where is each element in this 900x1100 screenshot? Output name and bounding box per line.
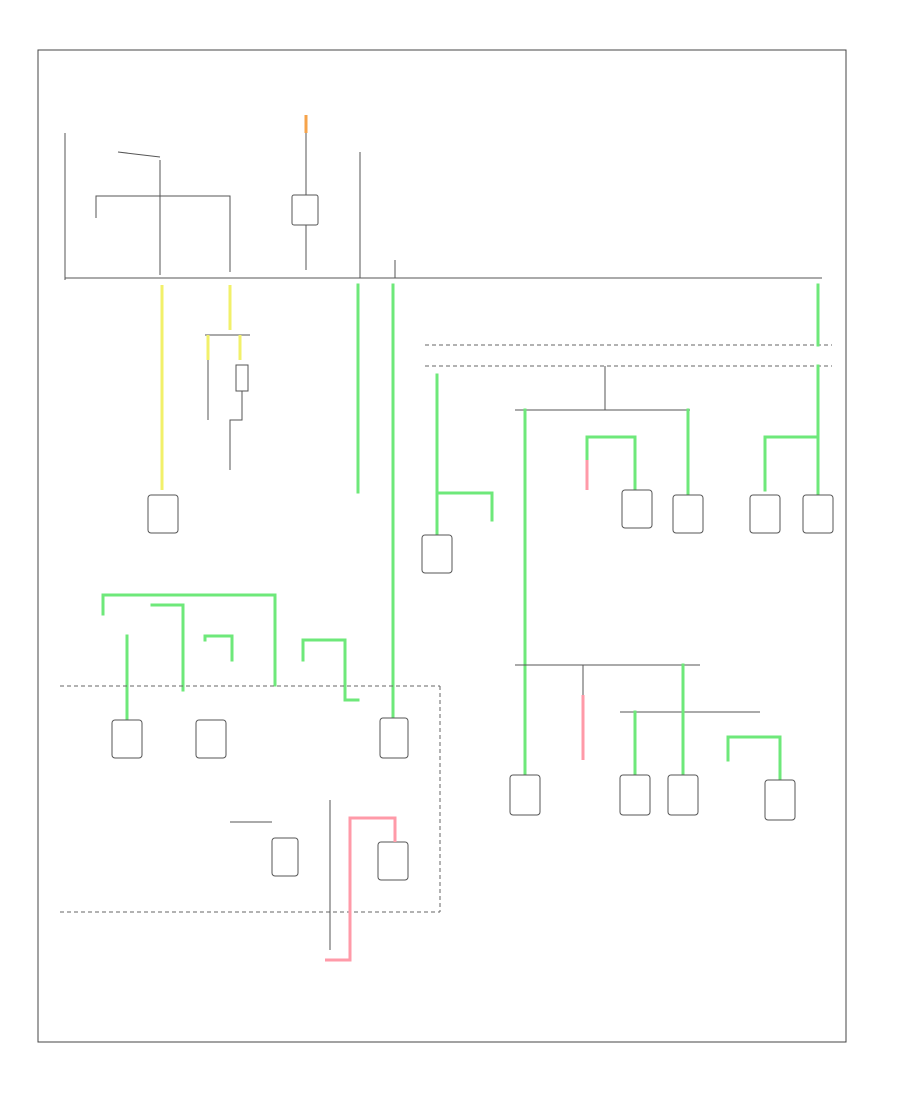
diagram-frame	[37, 49, 847, 1043]
right-junction-block	[425, 283, 834, 534]
yellow-circuit-2	[205, 285, 250, 470]
right-mid-circuits	[421, 366, 704, 777]
left-fuse-block	[64, 133, 231, 280]
yellow-circuit-1	[147, 285, 179, 534]
top-source	[291, 115, 319, 270]
lower-left-circuits	[60, 593, 441, 962]
right-lower-circuits	[509, 663, 796, 821]
green-circuit-center	[356, 283, 409, 759]
